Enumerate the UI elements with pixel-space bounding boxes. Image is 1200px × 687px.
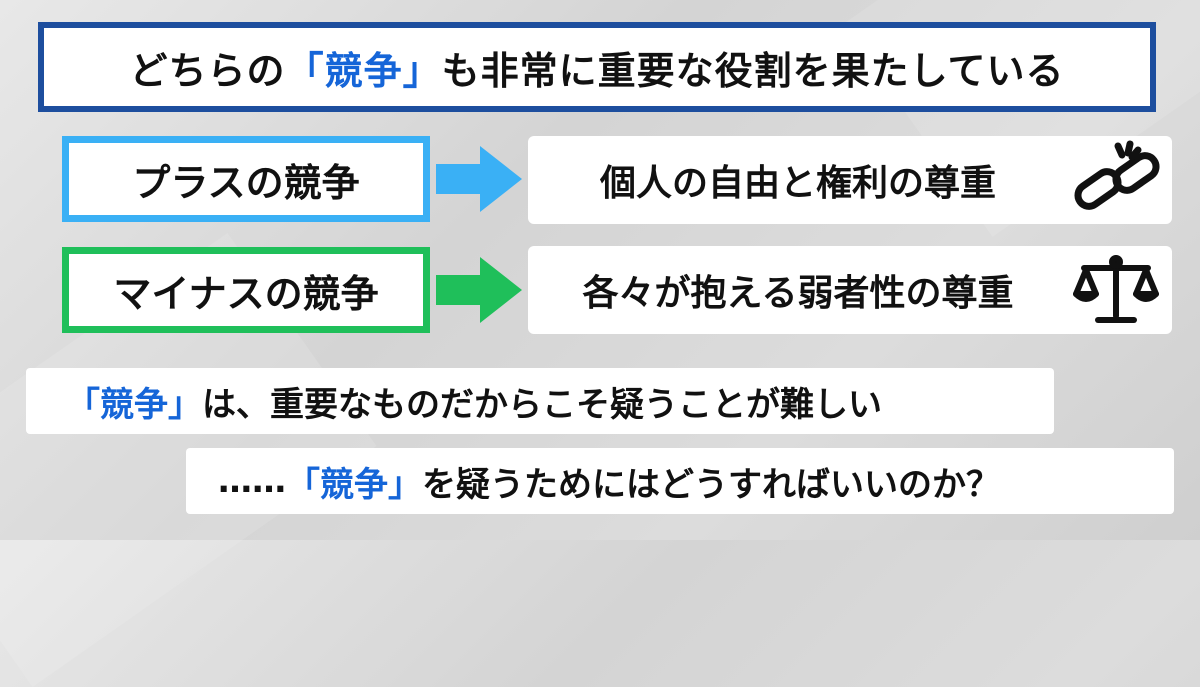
statement1-highlight: 「競争」	[66, 384, 202, 425]
title-suffix: も非常に重要な役割を果たしている	[441, 48, 1065, 93]
minus-competition-label: マイナスの競争	[62, 247, 430, 333]
plus-result-text: 個人の自由と権利の尊重	[599, 163, 996, 204]
minus-result-text: 各々が抱える弱者性の尊重	[582, 273, 1014, 314]
title-highlight: 「競争」	[285, 48, 442, 93]
plus-competition-label: プラスの競争	[62, 136, 430, 222]
arrow-right-icon	[436, 257, 522, 323]
title-banner: どちらの「競争」も非常に重要な役割を果たしている	[38, 22, 1156, 112]
statement-difficult-to-doubt: 「競争」は、重要なものだからこそ疑うことが難しい	[26, 368, 1054, 434]
statement2-highlight: 「競争」	[286, 464, 422, 505]
plus-competition-text: プラスの競争	[132, 160, 360, 205]
statement1-text: は、重要なものだからこそ疑うことが難しい	[202, 384, 882, 425]
statement2-prefix: ……	[218, 461, 286, 501]
statement-how-to-doubt: ……「競争」を疑うためにはどうすればいいのか？	[186, 448, 1174, 514]
minus-competition-text: マイナスの競争	[113, 271, 379, 316]
title-prefix: どちらの	[129, 48, 286, 93]
plus-result-box: 個人の自由と権利の尊重	[528, 136, 1172, 224]
broken-chain-icon	[1074, 140, 1160, 210]
minus-result-box: 各々が抱える弱者性の尊重	[528, 246, 1172, 334]
arrow-right-icon	[436, 146, 522, 212]
statement2-text: を疑うためにはどうすればいいのか？	[422, 464, 1000, 505]
scales-icon	[1073, 255, 1159, 323]
